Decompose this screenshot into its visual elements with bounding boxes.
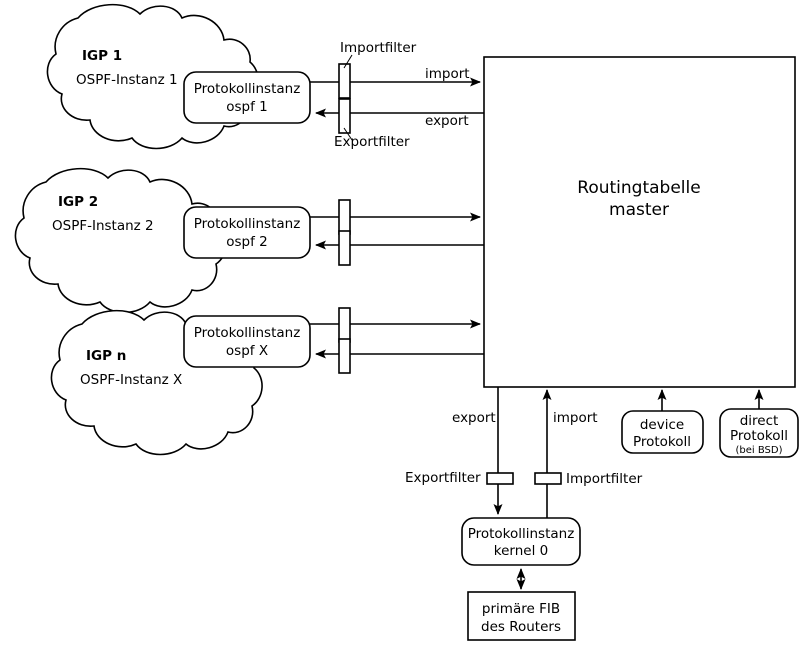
exportfilter-ospf-x[interactable] bbox=[338, 338, 351, 374]
protocol-instance-ospf-1-line2: ospf 1 bbox=[226, 99, 268, 115]
protocol-instance-ospf-1-box[interactable] bbox=[183, 71, 311, 124]
routing-table-title-line1: Routingtabelle bbox=[577, 178, 700, 198]
protocol-instance-ospf-1-line1: Protokollinstanz bbox=[194, 81, 301, 97]
direct-protocol-line2: Protokoll bbox=[730, 428, 788, 444]
export-label-bottom: export bbox=[452, 410, 496, 426]
importfilter-kernel[interactable] bbox=[534, 472, 562, 485]
import-label-row1: import bbox=[425, 66, 470, 82]
protocol-instance-ospf-2-line1: Protokollinstanz bbox=[194, 216, 301, 232]
export-label-row1: export bbox=[425, 113, 469, 129]
protocol-instance-ospf-2-box[interactable] bbox=[183, 206, 311, 259]
cloud-2-subtitle: OSPF-Instanz 2 bbox=[52, 218, 154, 234]
kernel-instance-line1: Protokollinstanz bbox=[468, 526, 575, 542]
importfilter-ospf-2[interactable] bbox=[338, 199, 351, 235]
direct-protocol-line3: (bei BSD) bbox=[736, 445, 783, 456]
routing-table-title-line2: master bbox=[609, 200, 669, 220]
kernel-instance-line2: kernel 0 bbox=[494, 543, 548, 559]
fib-line1: primäre FIB bbox=[482, 601, 560, 617]
exportfilter-ospf-1[interactable] bbox=[338, 98, 351, 134]
primary-fib-box[interactable] bbox=[467, 591, 576, 641]
direct-protocol-line1: direct bbox=[740, 413, 779, 429]
direct-protocol-box[interactable] bbox=[719, 408, 799, 458]
protocol-instance-kernel-0-box[interactable] bbox=[461, 517, 581, 566]
exportfilter-label-bottom-text: Exportfilter bbox=[405, 470, 481, 486]
device-protocol-line1: device bbox=[640, 417, 684, 433]
import-label-bottom: import bbox=[553, 410, 598, 426]
importfilter-ospf-1[interactable] bbox=[338, 63, 351, 99]
protocol-instance-ospf-x-line2: ospf X bbox=[226, 343, 268, 359]
importfilter-leader-1 bbox=[343, 54, 353, 69]
routing-table-master-box[interactable] bbox=[483, 56, 796, 388]
protocol-instance-ospf-x-box[interactable] bbox=[183, 315, 311, 368]
importfilter-label-1: Importfilter bbox=[340, 40, 417, 56]
protocol-instance-ospf-2-line2: ospf 2 bbox=[226, 234, 268, 250]
cloud-2-title: IGP 2 bbox=[58, 194, 98, 210]
cloud-1-subtitle: OSPF-Instanz 1 bbox=[76, 72, 178, 88]
importfilter-label-bottom: Importfilter bbox=[566, 471, 643, 487]
protocol-instance-ospf-x-line1: Protokollinstanz bbox=[194, 325, 301, 341]
importfilter-ospf-x[interactable] bbox=[338, 307, 351, 343]
exportfilter-kernel[interactable] bbox=[486, 472, 514, 485]
exportfilter-ospf-2[interactable] bbox=[338, 230, 351, 266]
exportfilter-leader-1 bbox=[343, 127, 353, 141]
device-protocol-line2: Protokoll bbox=[633, 434, 691, 450]
cloud-3-subtitle: OSPF-Instanz X bbox=[80, 372, 182, 388]
cloud-igp-2: IGP 2 OSPF-Instanz 2 bbox=[14, 167, 227, 314]
cloud-1-title: IGP 1 bbox=[82, 48, 122, 64]
exportfilter-label-1: Exportfilter bbox=[334, 134, 410, 150]
device-protocol-box[interactable] bbox=[621, 410, 704, 454]
cloud-3-title: IGP n bbox=[86, 348, 126, 364]
fib-line2: des Routers bbox=[481, 619, 561, 635]
